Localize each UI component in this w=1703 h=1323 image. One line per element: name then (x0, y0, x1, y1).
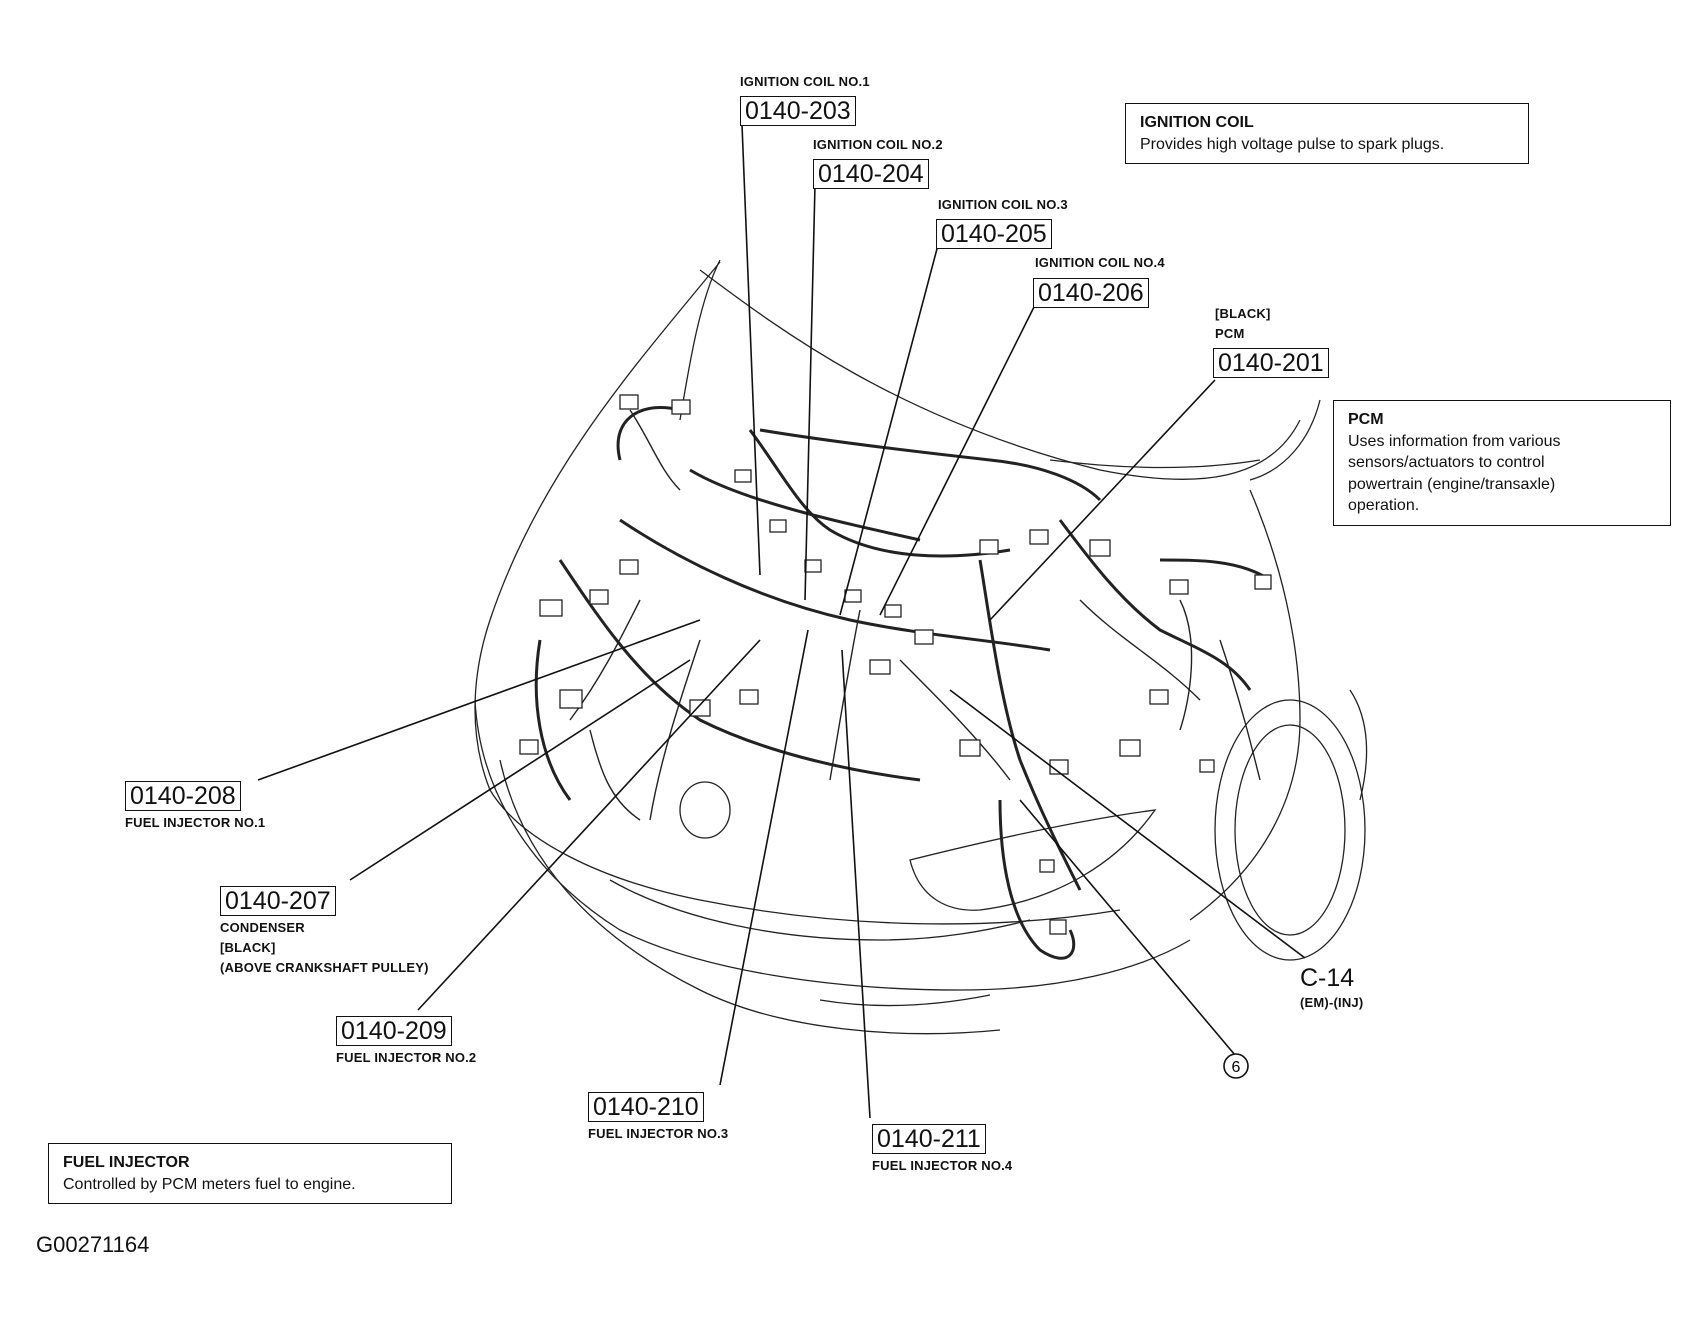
fuel-injector-info-text: Controlled by PCM meters fuel to engine. (63, 1175, 356, 1193)
pcm-color-label: [BLACK] (1215, 306, 1271, 321)
connector-c14-sub: (EM)-(INJ) (1300, 995, 1364, 1010)
harness-connectors (519, 394, 1272, 935)
fuel-injector-2-label: FUEL INJECTOR NO.2 (336, 1050, 477, 1065)
pcm-info-title: PCM (1348, 411, 1384, 428)
ignition-coil-1-label: IGNITION COIL NO.1 (740, 74, 870, 89)
wiring-harness (534, 405, 1271, 960)
fuel-injector-1-code: 0140-208 (125, 781, 241, 811)
pcm-info-line-3: powertrain (engine/transaxle) (1348, 475, 1556, 493)
fuel-injector-3-code: 0140-210 (588, 1092, 704, 1122)
fuel-injector-1-label: FUEL INJECTOR NO.1 (125, 815, 266, 830)
condenser-label: CONDENSER (220, 920, 305, 935)
fuel-injector-info-box: FUEL INJECTOR Controlled by PCM meters f… (48, 1143, 452, 1205)
ignition-coil-3-label: IGNITION COIL NO.3 (938, 197, 1068, 212)
condenser-location-label: (ABOVE CRANKSHAFT PULLEY) (220, 960, 429, 975)
harness-thin-wires (569, 409, 1261, 821)
ignition-coil-3-code: 0140-205 (936, 219, 1052, 249)
leader-lines (257, 124, 1306, 1119)
pcm-code: 0140-201 (1213, 348, 1329, 378)
ignition-coil-4-label: IGNITION COIL NO.4 (1035, 255, 1165, 270)
ignition-coil-1-code: 0140-203 (740, 96, 856, 126)
pcm-info-line-1: Uses information from various (1348, 432, 1561, 450)
fuel-injector-4-label: FUEL INJECTOR NO.4 (872, 1158, 1013, 1173)
pcm-label: PCM (1215, 326, 1245, 341)
connector-c14-code: C-14 (1300, 964, 1355, 992)
condenser-color-label: [BLACK] (220, 940, 276, 955)
figure-id: G00271164 (36, 1232, 150, 1257)
ignition-coil-info-title: IGNITION COIL (1140, 114, 1254, 131)
pcm-info-line-4: operation. (1348, 497, 1420, 515)
ignition-coil-2-code: 0140-204 (813, 159, 929, 189)
ignition-coil-info-box: IGNITION COIL Provides high voltage puls… (1125, 103, 1529, 165)
condenser-code: 0140-207 (220, 886, 336, 916)
ground-point-6: 6 (1223, 1053, 1249, 1079)
pcm-info-box: PCM Uses information from various sensor… (1333, 400, 1671, 526)
fuel-injector-2-code: 0140-209 (336, 1016, 452, 1046)
ignition-coil-4-code: 0140-206 (1033, 278, 1149, 308)
ignition-coil-2-label: IGNITION COIL NO.2 (813, 137, 943, 152)
fuel-injector-info-title: FUEL INJECTOR (63, 1154, 190, 1171)
fuel-injector-4-code: 0140-211 (872, 1124, 986, 1154)
vehicle-body-outline (474, 259, 1368, 1035)
fuel-injector-3-label: FUEL INJECTOR NO.3 (588, 1126, 729, 1141)
pcm-info-line-2: sensors/actuators to control (1348, 454, 1545, 472)
ground-number: 6 (1232, 1059, 1241, 1076)
ignition-coil-info-text: Provides high voltage pulse to spark plu… (1140, 135, 1445, 153)
